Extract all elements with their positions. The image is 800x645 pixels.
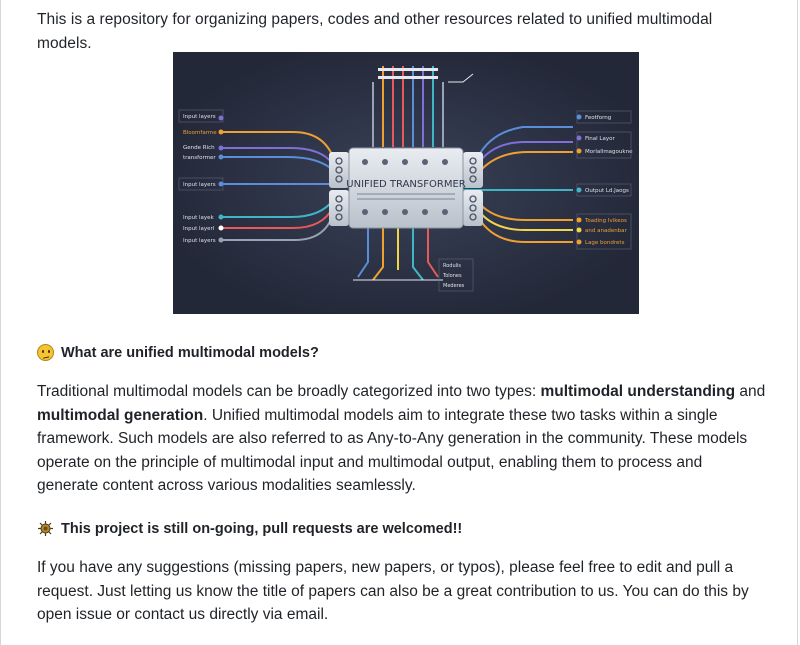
- left-label: Input layerl: [183, 226, 215, 232]
- right-label: Morlallmagoukne: [585, 149, 633, 155]
- left-label: transformer: [183, 155, 216, 161]
- left-label: Input layek: [183, 215, 215, 221]
- left-label: Input layers: [183, 238, 216, 244]
- intro-text: This is a repository for organizing pape…: [37, 11, 713, 52]
- right-label: and anadenbar: [585, 228, 628, 234]
- bottom-label: Mederes: [443, 283, 465, 289]
- right-label: Toading Ivikeos: [584, 218, 627, 224]
- left-label: Input layers: [183, 114, 216, 120]
- bug-icon: [37, 520, 54, 537]
- section-heading-text: What are unified multimodal models?: [61, 344, 319, 361]
- right-label: Lage bondrets: [585, 240, 625, 246]
- right-label: Final Layor: [585, 136, 615, 142]
- left-label: Input layers: [183, 182, 216, 188]
- bold-understanding: multimodal understanding: [540, 383, 736, 400]
- left-label: Bloomfarme: [183, 130, 217, 136]
- center-title: UNIFIED TRANSFORMER: [346, 179, 465, 190]
- bottom-label: Tolones: [442, 273, 462, 279]
- bottom-label: Rodulis: [443, 263, 461, 269]
- unified-transformer-figure: UNIFIED TRANSFORMER Input layers Bloomfa…: [173, 52, 639, 314]
- unified-models-description: Traditional multimodal models can be bro…: [37, 383, 766, 494]
- contribution-paragraph: If you have any suggestions (missing pap…: [37, 559, 749, 623]
- section-heading-unified: What are unified multimodal models?: [37, 344, 319, 361]
- left-label: Gende Rich: [183, 145, 215, 151]
- bold-generation: multimodal generation: [37, 406, 204, 424]
- section-heading-text: This project is still on-going, pull req…: [61, 520, 463, 537]
- thinking-face-icon: [37, 344, 54, 361]
- right-label: Feotforng: [585, 115, 611, 121]
- readme-content: This is a repository for organizing pape…: [37, 8, 767, 623]
- right-label: Output Ld.Jaogs: [585, 188, 629, 194]
- section-heading-ongoing: This project is still on-going, pull req…: [37, 520, 462, 537]
